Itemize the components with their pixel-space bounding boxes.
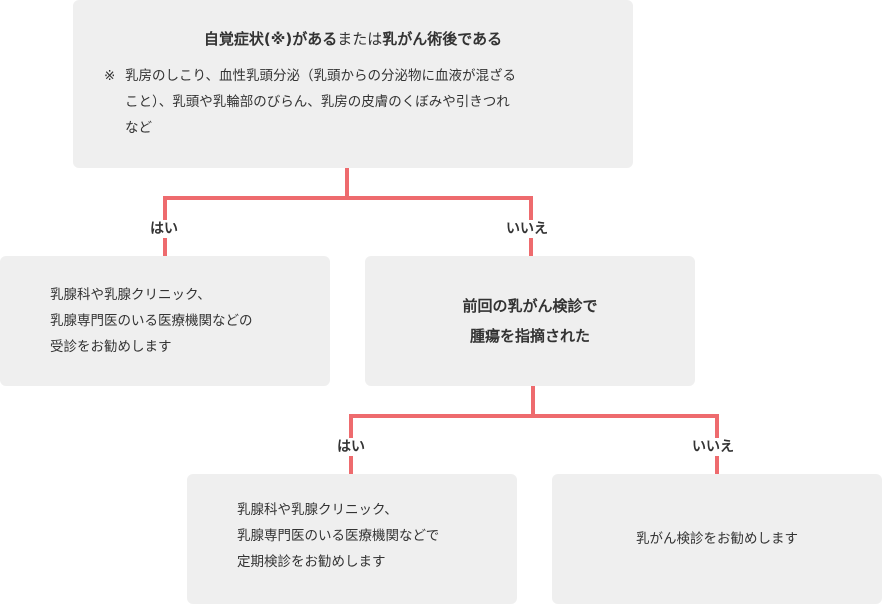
result-line: 乳腺専門医のいる医療機関などの [50, 313, 253, 329]
question-box-previous-screening: 前回の乳がん検診で 腫瘍を指摘された [365, 256, 695, 386]
question-title-part-3: 乳がん術後である [382, 30, 503, 48]
note-line: など [125, 120, 152, 136]
result-line: 乳腺科や乳腺クリニック、 [50, 287, 211, 303]
branch1-yes-label: はい [146, 220, 182, 238]
question-text: 前回の乳がん検診で 腫瘍を指摘された [365, 291, 695, 351]
question-title-part-2: または [337, 30, 383, 48]
result-text: 乳がん検診をお勧めします [636, 531, 798, 547]
connector-top-stem [345, 168, 349, 199]
branch1-no-label: いいえ [502, 220, 552, 238]
connector-mid-horizontal [349, 414, 719, 418]
branch2-no-label: いいえ [688, 438, 738, 456]
question-line: 前回の乳がん検診で [462, 297, 598, 315]
note-line: 乳房のしこり、血性乳頭分泌（乳頭からの分泌物に血液が混ざる [125, 68, 516, 84]
connector-top-horizontal [163, 196, 533, 200]
question-line: 腫瘍を指摘された [469, 327, 590, 345]
result-line: 定期検診をお勧めします [237, 554, 386, 570]
question-box-symptoms: 自覚症状(※)があるまたは乳がん術後である ※ 乳房のしこり、血性乳頭分泌（乳頭… [73, 0, 633, 168]
result-box-screening-recommended: 乳がん検診をお勧めします [552, 474, 882, 604]
note-text: 乳房のしこり、血性乳頭分泌（乳頭からの分泌物に血液が混ざる こと）、乳頭や乳輪部… [125, 63, 516, 141]
result-box-regular-checkup: 乳腺科や乳腺クリニック、 乳腺専門医のいる医療機関などで 定期検診をお勧めします [187, 474, 517, 604]
question-title: 自覚症状(※)があるまたは乳がん術後である [73, 28, 633, 50]
note-line: こと）、乳頭や乳輪部のびらん、乳房の皮膚のくぼみや引きつれ [125, 94, 510, 110]
result-text: 乳腺科や乳腺クリニック、 乳腺専門医のいる医療機関などで 定期検診をお勧めします [237, 497, 439, 575]
branch2-yes-label: はい [333, 438, 369, 456]
result-text: 乳腺科や乳腺クリニック、 乳腺専門医のいる医療機関などの 受診をお勧めします [50, 282, 253, 360]
result-line: 乳腺専門医のいる医療機関などで [237, 528, 440, 544]
note-mark: ※ [104, 68, 116, 84]
result-line: 受診をお勧めします [50, 339, 172, 355]
result-line: 乳腺科や乳腺クリニック、 [237, 502, 398, 518]
question-title-part-1: 自覚症状(※)がある [203, 30, 338, 48]
result-box-see-specialist: 乳腺科や乳腺クリニック、 乳腺専門医のいる医療機関などの 受診をお勧めします [0, 256, 330, 386]
connector-mid-stem [531, 385, 535, 417]
